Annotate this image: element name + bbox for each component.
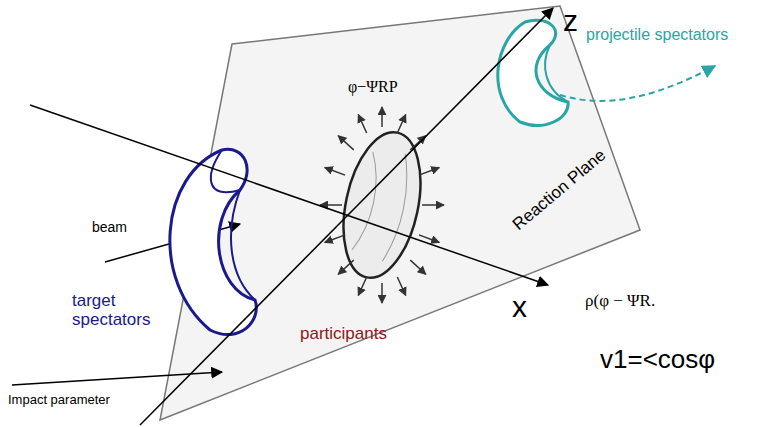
flow-arrow bbox=[325, 167, 345, 175]
flow-arrow bbox=[358, 277, 366, 295]
flow-arrow bbox=[397, 277, 405, 295]
formula-fragment: ρ(φ − ΨR. bbox=[585, 292, 655, 311]
reaction-plane bbox=[160, 6, 640, 420]
flow-arrow bbox=[410, 260, 426, 274]
flow-arrow bbox=[419, 167, 439, 175]
arrow-label: Impact parameter bbox=[8, 393, 110, 407]
flow-arrow bbox=[320, 204, 342, 206]
flow-arrow bbox=[422, 204, 444, 206]
participants-shape bbox=[331, 125, 432, 285]
part-label: target spectators bbox=[72, 292, 167, 329]
flow-arrow bbox=[358, 114, 366, 132]
flow-arrow bbox=[381, 283, 383, 303]
x-axis bbox=[30, 105, 548, 285]
flow-arrow bbox=[397, 114, 405, 132]
z-axis bbox=[140, 8, 553, 425]
arrow-label: beam bbox=[92, 220, 127, 235]
target-spectators-shape bbox=[170, 149, 256, 334]
part-label: participants bbox=[300, 325, 387, 344]
formula-fragment: v1=<cosφ bbox=[600, 345, 715, 374]
projectile-motion-arrow bbox=[560, 66, 715, 101]
axis-label: z bbox=[563, 4, 578, 37]
flow-arrow bbox=[338, 136, 354, 150]
flow-arrow bbox=[338, 260, 354, 274]
flow-arrow bbox=[381, 107, 383, 127]
angle-label: φ−ΨRP bbox=[348, 78, 398, 96]
projectile-spectators-shape bbox=[498, 20, 568, 125]
axis-label: x bbox=[512, 290, 527, 323]
part-label: projectile spectators bbox=[586, 26, 728, 44]
